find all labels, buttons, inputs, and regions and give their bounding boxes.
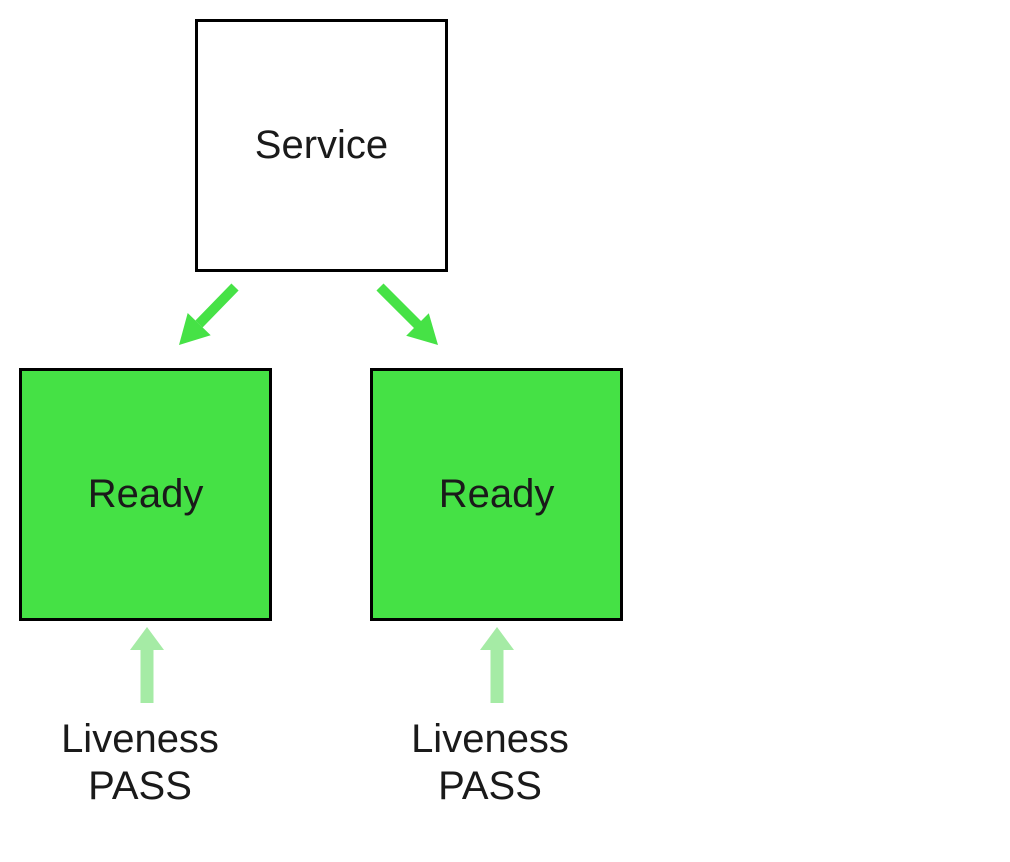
liveness-label-left-line1: Liveness <box>61 717 219 761</box>
liveness-arrow-right <box>480 627 514 703</box>
liveness-label-right-line1: Liveness <box>411 717 569 761</box>
liveness-arrow-left <box>130 627 164 703</box>
pod-node-left: Ready <box>19 368 272 621</box>
service-node: Service <box>195 19 448 272</box>
arrow-service-to-left-pod <box>179 283 239 345</box>
arrow-service-to-right-pod <box>376 283 438 345</box>
pod-node-right-label: Ready <box>438 472 555 516</box>
liveness-label-left-line2: PASS <box>88 764 192 808</box>
pod-node-right: Ready <box>370 368 623 621</box>
liveness-label-right: Liveness PASS <box>380 716 600 810</box>
liveness-label-right-line2: PASS <box>438 764 542 808</box>
service-node-label: Service <box>254 123 389 167</box>
pod-node-left-label: Ready <box>87 472 204 516</box>
liveness-label-left: Liveness PASS <box>30 716 250 810</box>
